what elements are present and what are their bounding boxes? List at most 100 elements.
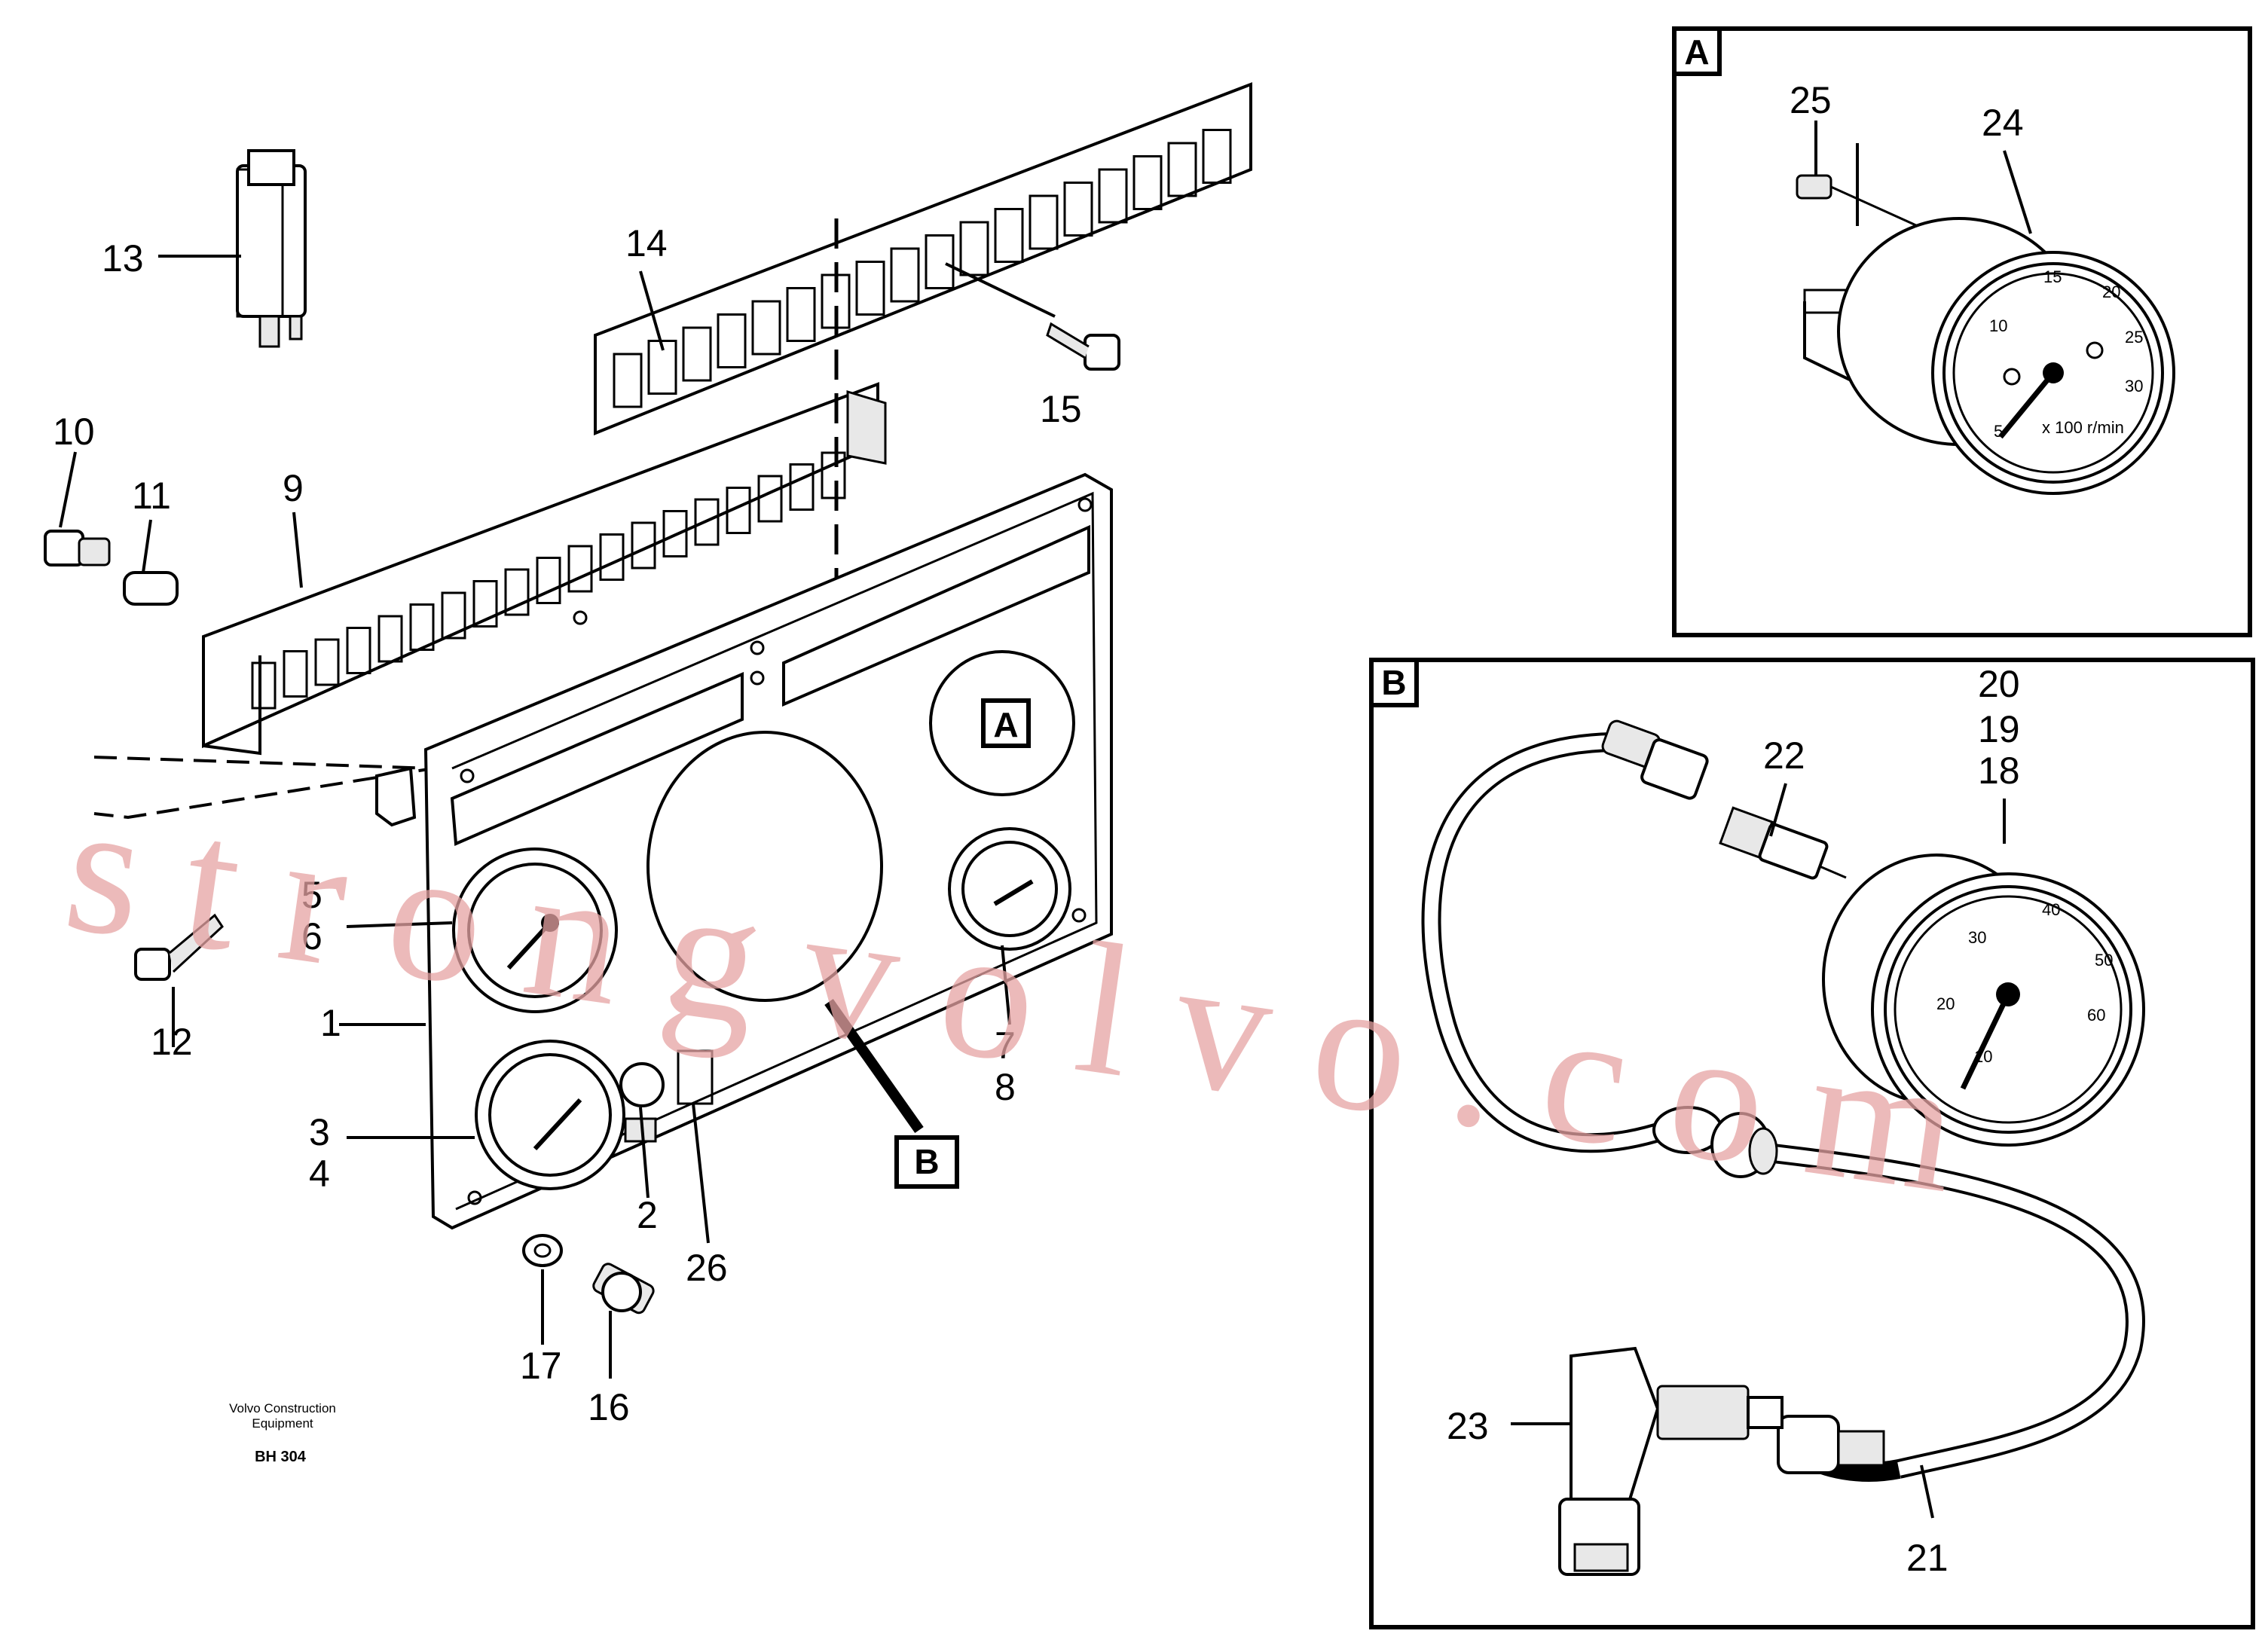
- label-4: 4: [309, 1153, 330, 1195]
- housing-cell: [504, 568, 530, 616]
- housing-cell: [662, 510, 688, 557]
- lampholder-10: [44, 530, 111, 566]
- label-2: 2: [637, 1194, 658, 1236]
- tach-scale-5: 5: [1994, 422, 2003, 441]
- label-9: 9: [283, 467, 304, 509]
- housing-cell: [346, 627, 371, 674]
- tach-scale-25: 25: [2125, 328, 2143, 347]
- detail-a-label: A: [1684, 32, 1709, 72]
- strip-indicator-cell: [1132, 155, 1163, 210]
- housing-cell: [631, 521, 656, 570]
- washer-17: [522, 1234, 563, 1267]
- strip-indicator-cell: [786, 287, 816, 342]
- label-1: 1: [320, 1002, 341, 1044]
- diagram-footer: Volvo Construction Equipment BH 304: [229, 1401, 336, 1465]
- speedo-scale-30: 30: [1968, 928, 1986, 947]
- strip-indicator-cell: [613, 353, 643, 408]
- housing-cell: [789, 463, 815, 511]
- bulb-11: [123, 571, 179, 606]
- detail-box-b: B: [1369, 658, 2255, 1629]
- housing-cell: [536, 557, 561, 604]
- housing-cell: [314, 638, 340, 686]
- footer-code: BH 304: [255, 1449, 307, 1465]
- lamp-housing-9: [202, 382, 887, 756]
- label-5: 5: [301, 874, 322, 916]
- label-22: 22: [1763, 734, 1805, 777]
- panel-callout-a: A: [993, 705, 1018, 744]
- label-18: 18: [1978, 750, 2020, 792]
- detail-b-label: B: [1381, 663, 1406, 702]
- housing-cell: [599, 533, 625, 581]
- label-20: 20: [1978, 663, 2020, 705]
- strip-indicator-cell: [959, 221, 989, 276]
- label-7: 7: [995, 1025, 1016, 1067]
- strip-indicator-cell: [994, 208, 1024, 263]
- housing-cell: [567, 545, 593, 593]
- label-13: 13: [102, 237, 144, 279]
- speedo-scale-50: 50: [2095, 951, 2113, 970]
- housing-cell: [472, 580, 498, 628]
- strip-indicator-cell: [925, 234, 955, 289]
- warning-light-strip-14: [594, 82, 1252, 435]
- bulb-25: [1796, 174, 1918, 228]
- housing-cell: [757, 475, 783, 523]
- label-11: 11: [132, 475, 171, 517]
- instrument-panel-1: A B: [375, 472, 1113, 1230]
- label-10: 10: [53, 411, 95, 453]
- strip-indicator-cell: [890, 247, 920, 303]
- strip-indicator-cell: [855, 261, 885, 316]
- housing-cell: [821, 451, 846, 499]
- leader-lines: [59, 121, 2032, 1519]
- cable-nut-bottom: [1777, 1415, 1885, 1474]
- tach-scale-20: 20: [2102, 282, 2120, 301]
- screw-12: [134, 913, 224, 981]
- label-6: 6: [301, 915, 322, 957]
- label-23: 23: [1447, 1405, 1489, 1447]
- housing-cell: [409, 603, 435, 651]
- label-25: 25: [1790, 79, 1832, 121]
- speedo-scale-20: 20: [1936, 994, 1955, 1013]
- label-26: 26: [686, 1247, 728, 1289]
- speedo-scale-10: 10: [1974, 1047, 1992, 1066]
- housing-cell: [283, 650, 308, 698]
- label-3: 3: [309, 1111, 330, 1153]
- housing-cell: [726, 487, 751, 534]
- strip-indicator-cell: [1167, 142, 1197, 197]
- strip-indicator-cell: [1029, 194, 1059, 250]
- label-19: 19: [1978, 708, 2020, 750]
- strip-indicator-cell: [1098, 168, 1128, 224]
- speedometer-gauge: 10 20 30 40 50 60: [1822, 854, 2145, 1147]
- speedo-scale-40: 40: [2042, 900, 2060, 919]
- housing-cell: [441, 591, 466, 640]
- label-14: 14: [625, 222, 668, 264]
- label-12: 12: [151, 1021, 193, 1063]
- detail-box-a: A 5 10 15 20 25 30 x 100 r/min: [1672, 26, 2252, 637]
- label-15: 15: [1040, 388, 1082, 430]
- label-24: 24: [1982, 102, 2024, 144]
- tachometer-gauge: 5 10 15 20 25 30 x 100 r/min: [1803, 217, 2175, 495]
- tach-scale-15: 15: [2043, 267, 2062, 286]
- strip-indicator-cell: [647, 340, 677, 395]
- strip-indicator-cell: [1063, 182, 1093, 237]
- adapter-22: [1719, 806, 1847, 880]
- strip-indicator-cell: [751, 300, 781, 356]
- tach-unit-label: x 100 r/min: [2042, 418, 2124, 437]
- angle-drive-23: [1558, 1346, 1784, 1576]
- label-17: 17: [520, 1345, 562, 1387]
- footer-line1: Volvo Construction: [229, 1401, 336, 1415]
- housing-cell: [251, 661, 277, 710]
- label-8: 8: [995, 1066, 1016, 1108]
- speedo-scale-60: 60: [2087, 1006, 2105, 1025]
- cable-grommet: [1652, 1106, 1778, 1178]
- screw-15: [1046, 322, 1120, 371]
- relay-13: [236, 149, 307, 348]
- cable-nut-top: [1601, 719, 1709, 800]
- tach-scale-10: 10: [1989, 316, 2007, 335]
- strip-indicator-cell: [682, 326, 712, 382]
- housing-cell: [694, 498, 720, 546]
- housing-cell: [377, 615, 403, 663]
- screw-16: [592, 1263, 655, 1315]
- label-16: 16: [588, 1386, 630, 1428]
- footer-line2: Equipment: [252, 1416, 313, 1431]
